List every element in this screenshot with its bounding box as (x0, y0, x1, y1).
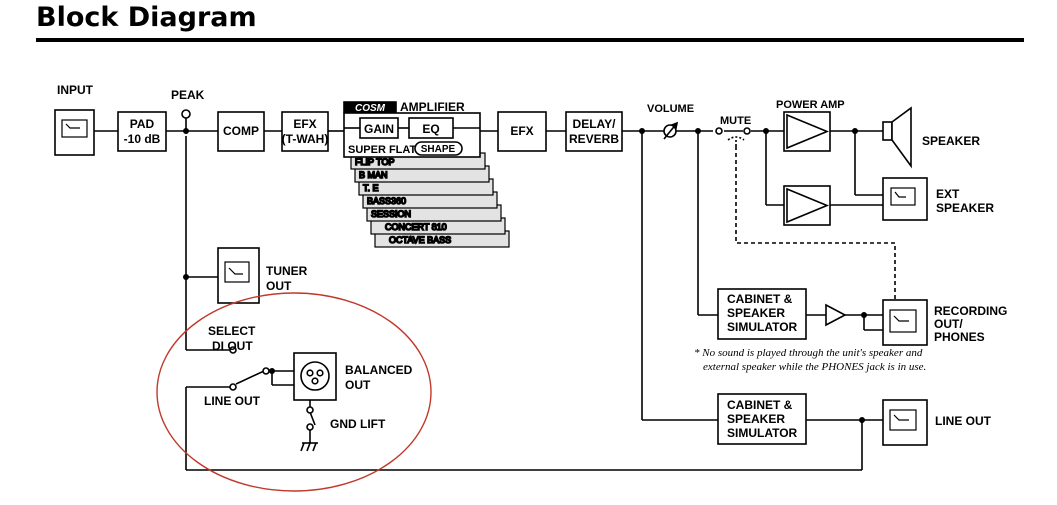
speaker-label: SPEAKER (922, 134, 980, 148)
volume-knob-icon (663, 121, 679, 140)
shape-button (414, 141, 463, 156)
amp-type-label: BASS360 (367, 196, 406, 206)
efx1-label-1: EFX (293, 117, 316, 131)
peak-label: PEAK (171, 88, 205, 102)
ext-speaker-jack-icon (882, 177, 928, 221)
cab1-label-1: CABINET & (727, 292, 793, 306)
mute-control-line (735, 146, 896, 300)
balanced-label-1: BALANCED (345, 363, 413, 377)
gain-label: GAIN (364, 122, 394, 136)
input-label: INPUT (57, 83, 94, 97)
efx1-label-2: (T-WAH) (282, 132, 329, 146)
delay-reverb-block (565, 111, 623, 152)
mute-switch-icon (715, 127, 751, 146)
tuner-label-2: OUT (266, 279, 292, 293)
speaker-icon (882, 106, 912, 169)
ext-speaker-label-2: SPEAKER (936, 201, 994, 215)
recording-out-jack-icon (882, 299, 928, 346)
power-amp-2-icon (786, 187, 830, 224)
comp-label: COMP (223, 124, 259, 138)
comp-block (217, 111, 265, 152)
delay-label-2: REVERB (569, 132, 619, 146)
efx2-block (497, 111, 547, 152)
amp-type-label: FLIP TOP (355, 157, 395, 167)
cabinet-simulator-2-block (717, 393, 807, 445)
phones-note-2: external speaker while the PHONES jack i… (703, 361, 926, 373)
cosm-logo (343, 101, 397, 113)
delay-label-1: DELAY/ (573, 117, 617, 131)
cab2-label-2: SPEAKER (727, 412, 785, 426)
phones-note-1: * No sound is played through the unit's … (694, 347, 923, 359)
line-out-left-label: LINE OUT (204, 394, 261, 408)
amp-type-label: B MAN (359, 170, 388, 180)
pad-label-1: PAD (130, 117, 155, 131)
recording-label-2: OUT/ (934, 317, 963, 331)
super-flat-label: SUPER FLAT (348, 144, 417, 156)
input-jack-icon (54, 109, 95, 156)
amp-type-label: T. E (363, 183, 379, 193)
amp-type-stack: OCTAVE BASS CONCERT 810 SESSION BASS360 T. E… (350, 152, 510, 248)
recording-label-3: PHONES (934, 330, 985, 344)
tuner-label-1: TUNER (266, 264, 308, 278)
gnd-lift-label: GND LIFT (330, 417, 386, 431)
cab2-label-1: CABINET & (727, 398, 793, 412)
cabinet-simulator-1-block (717, 288, 807, 340)
select-label-1: SELECT (208, 324, 256, 338)
tuner-out-jack-icon (217, 247, 260, 304)
efx1-block (281, 111, 329, 152)
amp-type-label: CONCERT 810 (385, 222, 447, 232)
amp-type-label: SESSION (371, 209, 411, 219)
pad-label-2: -10 dB (124, 132, 161, 146)
title-rule (36, 38, 1024, 42)
mute-label: MUTE (720, 115, 751, 127)
efx2-label: EFX (510, 124, 533, 138)
balanced-label-2: OUT (345, 378, 371, 392)
amplifier-label: AMPLIFIER (400, 100, 465, 114)
cab2-label-3: SIMULATOR (727, 426, 798, 440)
amp-type-label: OCTAVE BASS (389, 235, 451, 245)
line-out-jack-icon (882, 399, 928, 446)
highlight-circle (156, 292, 432, 492)
pad-block (117, 111, 167, 152)
recording-label-1: RECORDING (934, 304, 1007, 318)
line-out-right-label: LINE OUT (935, 414, 992, 428)
power-amp-label: POWER AMP (776, 99, 845, 111)
balanced-out-xlr-icon (293, 352, 337, 401)
shape-label: SHAPE (421, 144, 456, 155)
page-title: Block Diagram (36, 2, 257, 33)
ext-speaker-label-1: EXT (936, 187, 960, 201)
cab1-label-3: SIMULATOR (727, 320, 798, 334)
phones-amp-icon (825, 303, 847, 327)
cab1-label-2: SPEAKER (727, 306, 785, 320)
volume-label: VOLUME (647, 103, 694, 115)
peak-indicator-icon (181, 109, 191, 119)
eq-label: EQ (422, 122, 439, 136)
cosm-logo-text: COSM (355, 103, 386, 114)
power-amp-1-icon (786, 113, 830, 150)
select-label-2: DI OUT (212, 339, 253, 353)
